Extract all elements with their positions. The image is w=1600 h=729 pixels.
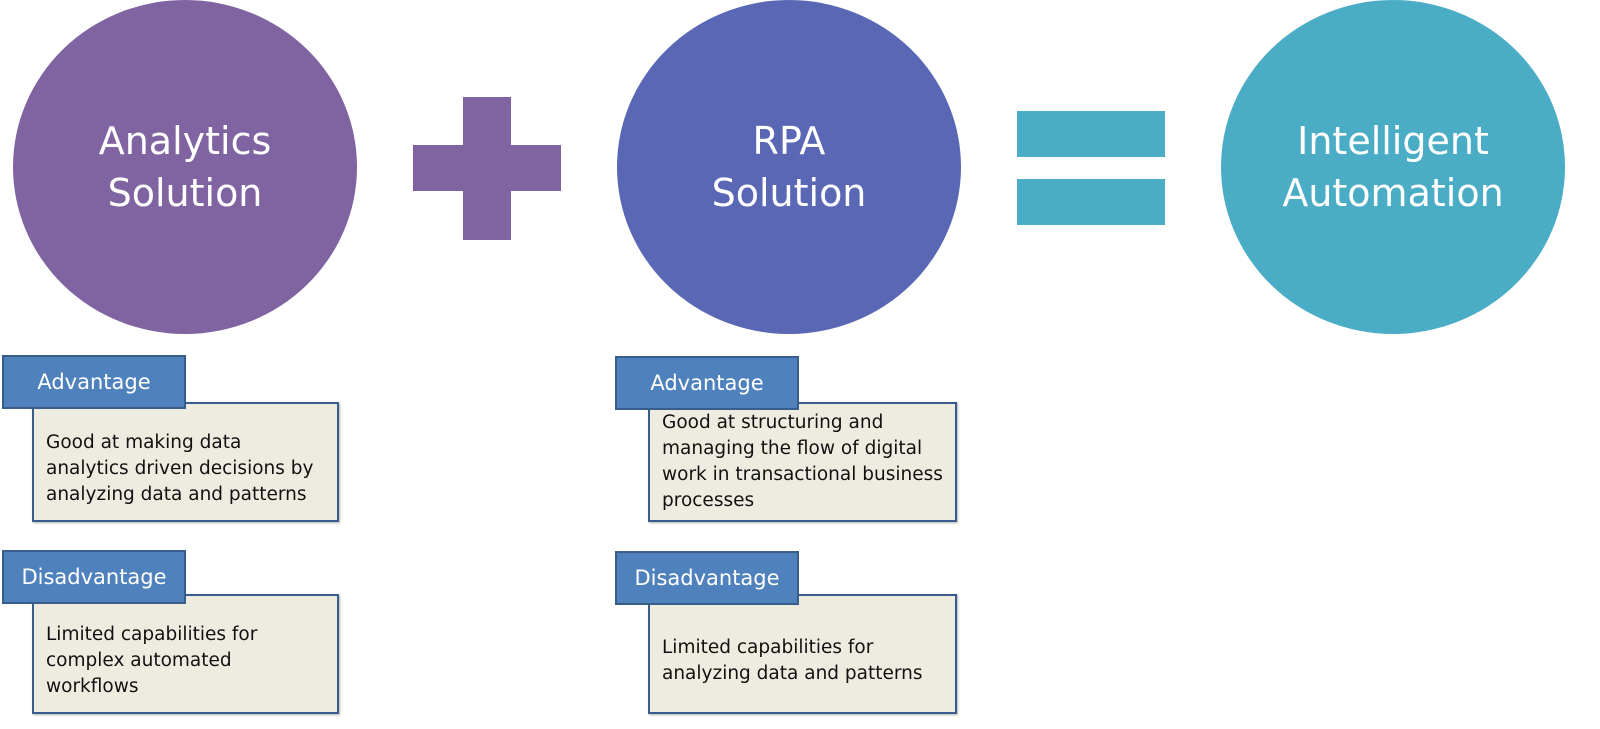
circle-line1: Intelligent	[1297, 119, 1489, 163]
rpa-advantage-text: Good at structuring and managing the flo…	[648, 402, 957, 522]
analytics-disadvantage-label: Disadvantage	[2, 550, 186, 604]
circle-line2: Automation	[1282, 171, 1504, 215]
rpa-solution-circle: RPA Solution	[617, 0, 961, 334]
equals-icon-top	[1017, 111, 1165, 157]
circle-line2: Solution	[711, 171, 867, 215]
analytics-advantage-text: Good at making data analytics driven dec…	[32, 402, 339, 522]
equals-icon-bottom	[1017, 179, 1165, 225]
analytics-solution-circle: Analytics Solution	[13, 0, 357, 334]
rpa-disadvantage-text: Limited capabilities for analyzing data …	[648, 594, 957, 714]
rpa-advantage-label: Advantage	[615, 356, 799, 410]
intelligent-automation-circle: Intelligent Automation	[1221, 0, 1565, 334]
analytics-disadvantage-text: Limited capabilities for complex automat…	[32, 594, 339, 714]
analytics-advantage-label: Advantage	[2, 355, 186, 409]
circle-line1: RPA	[752, 119, 826, 163]
circle-line2: Solution	[107, 171, 263, 215]
plus-icon-vertical	[463, 97, 511, 240]
circle-line1: Analytics	[98, 119, 272, 163]
rpa-disadvantage-label: Disadvantage	[615, 551, 799, 605]
